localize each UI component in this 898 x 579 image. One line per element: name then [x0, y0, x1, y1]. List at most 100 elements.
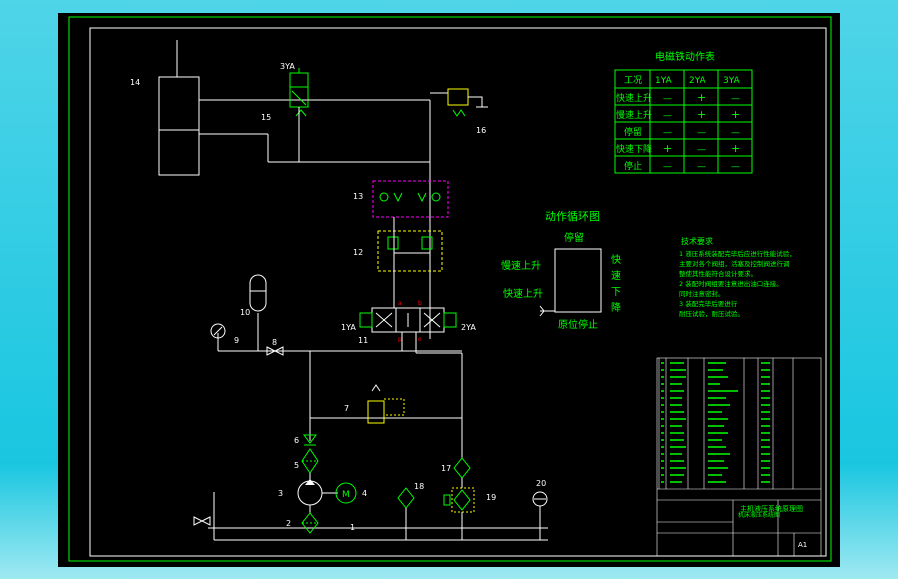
td-2-0: 停留: [624, 126, 642, 138]
motor-4: M: [335, 482, 357, 504]
label-3ya: 3YA: [280, 62, 295, 71]
td-1-2: +: [697, 108, 706, 121]
cycle-top: 停留: [564, 231, 584, 244]
label-16: 16: [476, 126, 486, 135]
company-row: 机床液压系统图: [738, 511, 780, 519]
directional-valve-11: a b p o: [359, 300, 457, 353]
label-19: 19: [486, 493, 496, 502]
sheet-size: A1: [798, 541, 807, 549]
filter-5: [301, 448, 319, 483]
cooler-18: [397, 487, 415, 540]
td-1-1: —: [663, 111, 672, 121]
pump-3: [297, 479, 338, 513]
td-4-2: —: [697, 162, 706, 172]
td-0-2: +: [697, 91, 706, 104]
stop-valve-8: [266, 346, 284, 356]
td-0-3: —: [731, 94, 740, 104]
td-3-1: +: [663, 142, 672, 155]
th-2: 2YA: [689, 76, 707, 86]
td-2-2: —: [697, 128, 706, 138]
td-3-2: —: [697, 145, 706, 155]
filter-19: [443, 487, 475, 540]
label-9: 9: [234, 336, 239, 345]
tech-line-0: 1 液压系统装配完毕后应进行性能试验，: [679, 249, 796, 258]
svg-text:o: o: [418, 336, 422, 343]
label-12: 12: [353, 248, 363, 257]
accumulator-10: [249, 274, 267, 312]
label-11: 11: [358, 336, 368, 345]
svg-text:p: p: [398, 336, 402, 343]
cycle-home: 原位停止: [558, 318, 598, 331]
label-15: 15: [261, 113, 271, 122]
tech-title: 技术要求: [681, 236, 713, 246]
inner-frame: [89, 27, 827, 557]
solenoid-table: 电磁铁动作表 工况 1YA 2YA 3YA 快速上升 — + — 慢速上升 — …: [614, 50, 753, 174]
label-2ya: 2YA: [461, 323, 476, 332]
drawing-canvas[interactable]: 14 3YA 15 16 13 12: [58, 13, 840, 567]
cycle-down-1: 快: [611, 254, 621, 266]
tech-line-4: 同时注意密封。: [679, 289, 725, 298]
th-3: 3YA: [723, 76, 741, 86]
hydraulic-schematic: 14 3YA 15 16 13 12: [68, 16, 832, 562]
label-5: 5: [294, 461, 299, 470]
pressure-lines: [208, 313, 548, 529]
hydraulic-lock-12: [377, 217, 443, 308]
tech-line-6: 耐压试验，耐压试验。: [679, 309, 744, 318]
pressure-gauge-9: [210, 323, 226, 339]
relief-valve-7: [367, 384, 405, 424]
throttle-check-valve-13: [372, 180, 449, 218]
check-valve-6: [303, 434, 317, 446]
th-0: 工况: [624, 75, 642, 86]
label-17: 17: [441, 464, 451, 473]
label-18: 18: [414, 482, 424, 491]
parts-list-rows: [661, 362, 770, 483]
label-10: 10: [240, 308, 250, 317]
label-8: 8: [272, 338, 277, 347]
label-6: 6: [294, 436, 299, 445]
td-0-1: —: [663, 94, 672, 104]
label-1: 1: [350, 523, 355, 532]
td-0-0: 快速上升: [616, 92, 652, 104]
directional-valve-15: [289, 68, 430, 162]
svg-text:M: M: [342, 490, 350, 500]
td-3-3: +: [731, 142, 740, 155]
label-13: 13: [353, 192, 363, 201]
drawing-name: 主机液压系统原理图: [740, 504, 803, 513]
outer-frame: [68, 16, 832, 562]
td-3-0: 快速下降: [616, 143, 652, 155]
td-2-3: —: [731, 128, 740, 138]
svg-text:b: b: [418, 300, 422, 307]
cycle-down-2: 速: [611, 270, 621, 282]
svg-text:a: a: [398, 300, 402, 307]
tech-line-5: 3 装配完毕后要进行: [679, 299, 738, 308]
label-20: 20: [536, 479, 546, 488]
label-2: 2: [286, 519, 291, 528]
cycle-title: 动作循环图: [545, 210, 600, 223]
td-4-1: —: [663, 162, 672, 172]
td-4-0: 停止: [624, 160, 642, 172]
sequence-valve-16: [429, 88, 488, 339]
cycle-down-4: 降: [611, 301, 621, 314]
filter-17: [453, 457, 471, 488]
label-7: 7: [344, 404, 349, 413]
label-3: 3: [278, 489, 283, 498]
technical-requirements: 技术要求 1 液压系统装配完毕后应进行性能试验， 主要对各个阀组，活塞及控制阀进…: [679, 236, 796, 318]
td-4-3: —: [731, 162, 740, 172]
cycle-diagram: 动作循环图 停留 慢速上升 快速上升 原位停止 快 速 下 降: [501, 210, 621, 331]
tech-line-1: 主要对各个阀组，活塞及控制阀进行调: [679, 259, 790, 268]
cycle-slow-up: 慢速上升: [501, 260, 541, 272]
label-4: 4: [362, 489, 367, 498]
tech-line-2: 整使其性能符合设计要求。: [679, 269, 757, 278]
table-title: 电磁铁动作表: [655, 50, 715, 63]
tank-line: [193, 492, 548, 541]
cycle-down-3: 下: [611, 287, 621, 298]
label-1ya: 1YA: [341, 323, 356, 332]
td-1-0: 慢速上升: [616, 109, 652, 121]
tech-line-3: 2 装配时阀组要注意进出油口连接。: [679, 279, 783, 288]
td-1-3: +: [731, 108, 740, 121]
th-1: 1YA: [655, 76, 673, 86]
thermometer-20: [532, 491, 548, 540]
td-2-1: —: [663, 128, 672, 138]
label-14: 14: [130, 78, 140, 87]
cycle-fast-up: 快速上升: [503, 288, 543, 300]
